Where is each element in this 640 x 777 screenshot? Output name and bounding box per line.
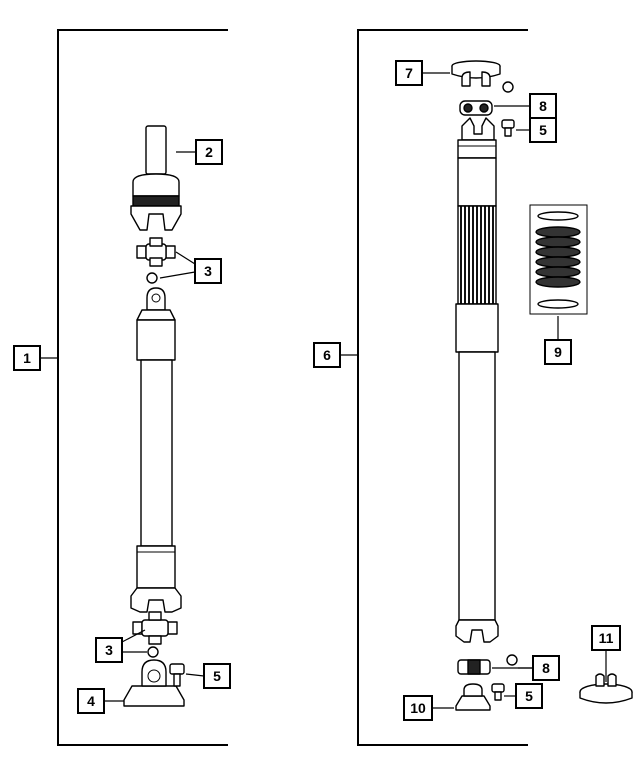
snap-ring	[146, 272, 158, 284]
svg-text:4: 4	[87, 693, 95, 709]
callout-8-upper: 8	[529, 93, 557, 119]
group-bracket-right	[357, 29, 528, 746]
callout-6: 6	[313, 342, 341, 368]
boot-bellows	[535, 226, 581, 288]
front-tube	[130, 287, 182, 613]
svg-text:6: 6	[323, 347, 331, 363]
rear-upper-u-joint	[459, 100, 493, 116]
callout-5-left: 5	[203, 663, 231, 689]
rear-tube	[455, 117, 499, 643]
callout-3-lower: 3	[95, 637, 123, 663]
svg-text:5: 5	[525, 688, 533, 704]
bolt	[501, 119, 515, 137]
rear-driveshaft-assembly	[451, 60, 633, 711]
bolt	[169, 663, 185, 687]
svg-text:7: 7	[405, 65, 413, 81]
callout-10: 10	[403, 695, 433, 721]
flange-yoke	[123, 659, 185, 707]
callout-1: 1	[13, 345, 41, 371]
flange-11	[579, 673, 633, 704]
svg-text:3: 3	[105, 642, 113, 658]
snap-ring	[147, 646, 159, 658]
leader-lines	[40, 72, 607, 709]
svg-text:8: 8	[542, 660, 550, 676]
callout-7: 7	[395, 60, 423, 86]
svg-text:11: 11	[599, 630, 614, 646]
callout-9: 9	[544, 339, 572, 365]
upper-u-joint	[136, 237, 176, 267]
svg-text:3: 3	[204, 263, 212, 279]
companion-flange	[451, 60, 501, 87]
svg-text:10: 10	[410, 700, 426, 716]
rear-flange-yoke	[455, 683, 491, 711]
callout-8-lower: 8	[532, 655, 560, 681]
svg-text:1: 1	[23, 350, 31, 366]
callout-5-upper-right: 5	[529, 117, 557, 143]
snap-ring	[506, 654, 518, 666]
svg-text:5: 5	[539, 122, 547, 138]
svg-text:5: 5	[213, 668, 221, 684]
lower-u-joint	[132, 611, 178, 645]
callout-11: 11	[591, 625, 621, 651]
svg-text:2: 2	[205, 144, 213, 160]
rear-lower-u-joint	[457, 659, 491, 675]
group-bracket-left	[57, 29, 228, 746]
snap-ring	[502, 81, 514, 93]
callout-5-lower-right: 5	[515, 683, 543, 709]
callout-2: 2	[195, 139, 223, 165]
svg-text:9: 9	[554, 344, 562, 360]
front-driveshaft-assembly	[123, 125, 185, 707]
bolt	[491, 683, 505, 701]
svg-text:8: 8	[539, 98, 547, 114]
callout-4: 4	[77, 688, 105, 714]
boot-kit	[529, 204, 588, 315]
callout-3-upper: 3	[194, 258, 222, 284]
slip-yoke	[130, 125, 182, 231]
